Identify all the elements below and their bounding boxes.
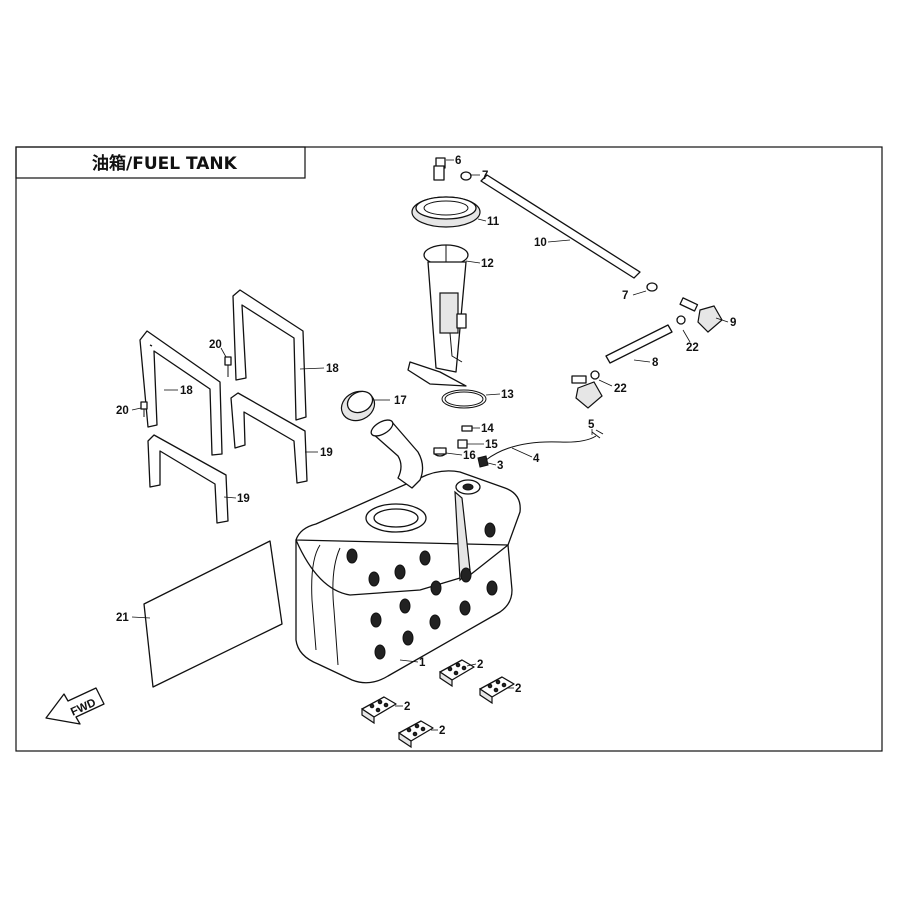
diagram-title: 油箱/FUEL TANK — [92, 153, 238, 174]
callout-17: 17 — [394, 395, 407, 407]
callout-4: 4 — [533, 453, 540, 465]
callout-3: 3 — [497, 460, 503, 472]
callout-19: 19 — [237, 493, 250, 505]
part-6-elbow-fitting — [433, 157, 446, 181]
part-7-clamp-upper — [460, 171, 472, 181]
callout-8: 8 — [652, 357, 659, 369]
callout-6: 6 — [455, 155, 461, 167]
callout-22: 22 — [686, 342, 699, 354]
part-2-pad — [479, 676, 515, 705]
callout-18: 18 — [180, 385, 193, 397]
title-block — [15, 146, 306, 179]
callout-10: 10 — [534, 237, 547, 249]
part-14-clip — [461, 425, 473, 432]
callout-20: 20 — [209, 339, 222, 351]
part-11-lock-ring — [411, 196, 481, 228]
part-20-bolt — [224, 356, 232, 377]
part-19-strap-rear — [230, 392, 308, 484]
part-8-hose — [605, 324, 673, 364]
part-21-label-sheet — [143, 540, 283, 688]
part-2-pad — [398, 720, 434, 749]
leader-lines — [131, 159, 729, 731]
callout-19: 19 — [320, 447, 333, 459]
callout-20: 20 — [116, 405, 129, 417]
part-5-clip — [591, 429, 604, 439]
callout-21: 21 — [116, 612, 129, 624]
part-19-strap — [147, 434, 229, 524]
callout-2: 2 — [477, 659, 483, 671]
callout-14: 14 — [481, 423, 494, 435]
callout-11: 11 — [487, 216, 500, 228]
callout-2: 2 — [439, 725, 445, 737]
callout-2: 2 — [515, 683, 521, 695]
callout-18: 18 — [326, 363, 339, 375]
part-22-clamp — [590, 370, 600, 380]
part-1-fuel-tank — [295, 470, 521, 684]
part-16-grommet — [433, 447, 447, 457]
part-15-connector — [457, 439, 468, 449]
part-10-fuel-line — [480, 174, 641, 279]
callout-1: 1 — [419, 657, 426, 669]
part-2-pad — [361, 696, 397, 725]
part-22-clamp — [676, 315, 686, 325]
callout-13: 13 — [501, 389, 514, 401]
callout-labels: 1 2 2 2 2 3 4 5 6 7 7 8 9 10 11 12 13 14… — [116, 155, 736, 737]
callout-12: 12 — [481, 258, 494, 270]
callout-16: 16 — [463, 450, 476, 462]
part-2-pad — [439, 659, 475, 688]
part-9-quick-connector — [679, 297, 723, 333]
part-7-clamp-lower — [646, 282, 658, 292]
part-12-fuel-pump — [407, 244, 469, 387]
callout-7: 7 — [482, 170, 488, 182]
callout-7: 7 — [622, 290, 628, 302]
fwd-arrow: FWD — [45, 687, 105, 725]
callout-2: 2 — [404, 701, 410, 713]
part-20-bolt-left — [140, 401, 148, 417]
callout-15: 15 — [485, 439, 498, 451]
filler-neck — [370, 419, 424, 489]
part-13-o-ring — [441, 389, 487, 409]
callout-5: 5 — [588, 419, 595, 431]
quick-connector-lower — [571, 375, 603, 409]
tank-dimples — [346, 522, 498, 660]
part-18-strap-rear — [232, 289, 307, 421]
part-3-fitting — [477, 455, 489, 468]
part-17-fuel-cap — [340, 390, 376, 422]
part-18-strap — [139, 330, 223, 456]
callout-22: 22 — [614, 383, 627, 395]
part-4-vent-hose — [485, 435, 597, 461]
drawing-border — [15, 146, 883, 752]
callout-9: 9 — [730, 317, 736, 329]
